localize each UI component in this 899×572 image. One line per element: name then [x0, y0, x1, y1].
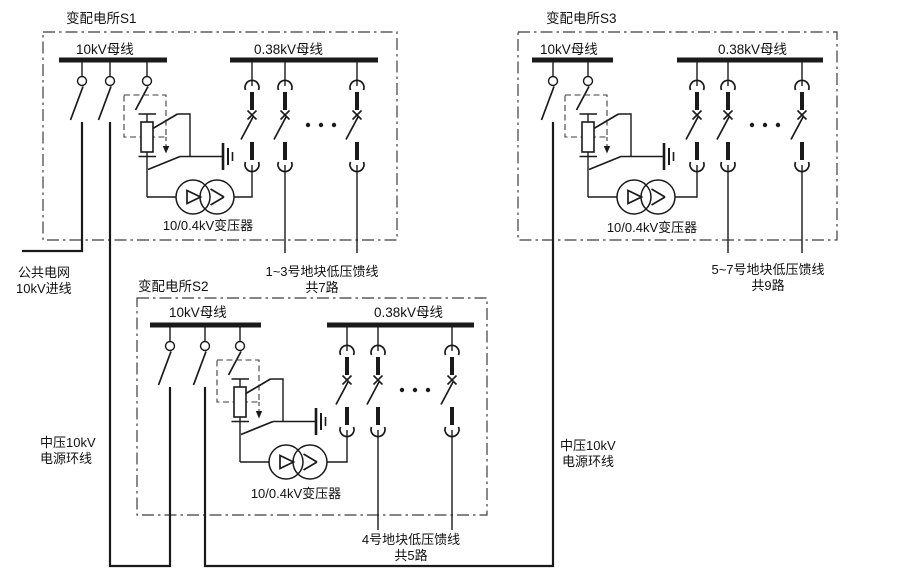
s3-lv-feeder-breaker-icon: [790, 61, 810, 173]
s2-transformer-label: 10/0.4kV变压器: [251, 486, 341, 501]
substation-s2: 变配电所S2 10kV母线 0.38kV母线 10/0.4kV变压器: [136, 279, 488, 530]
s2-disconnector-ring-left-icon: [157, 326, 176, 386]
s1-switch-fuse-transformer-icon: [122, 60, 236, 216]
s1-transformer-secondary-link: [234, 165, 253, 198]
s2-ellipsis-dots-icon: [399, 387, 431, 393]
s1-boundary-box: [42, 31, 398, 241]
s3-title: 变配电所S3: [546, 11, 617, 26]
s2-038kv-bus-label: 0.38kV母线: [374, 305, 443, 320]
s1-feeders-label-1: 1~3号地块低压馈线: [265, 264, 378, 279]
ring-right-label-2: 电源环线: [562, 454, 614, 469]
s1-title: 变配电所S1: [66, 11, 137, 26]
s2-disconnector-ring-right-icon: [192, 326, 211, 386]
s2-feeders-label-1: 4号地块低压馈线: [362, 532, 460, 547]
ring-left-label-2: 电源环线: [40, 451, 92, 466]
s1-disconnector-grid-icon: [69, 61, 88, 121]
s3-feeders-label-2: 共9路: [751, 278, 784, 293]
substation-s1: 变配电所S1 10kV母线 0.38kV母线 10/0.4kV变压器: [42, 11, 398, 253]
s3-switch-fuse-transformer-icon: [563, 60, 677, 216]
substation-s3: 变配电所S3 10kV母线 0.38kV母线 10/0.4kV变压器: [517, 11, 838, 253]
s1-038kv-bus-label: 0.38kV母线: [254, 42, 323, 57]
s2-switch-fuse-transformer-icon: [215, 325, 329, 481]
s3-lv-feeder-breaker-icon: [716, 61, 736, 173]
s3-boundary-box: [517, 31, 838, 241]
external-lines: [22, 122, 555, 568]
ring-right-label-1: 中压10kV: [560, 438, 616, 453]
s2-boundary-box: [136, 297, 488, 516]
s1-transformer-label: 10/0.4kV变压器: [163, 218, 253, 233]
s2-transformer-secondary-link: [327, 430, 348, 463]
ring-left-label-1: 中压10kV: [40, 435, 96, 450]
s2-feeders-label-2: 共5路: [394, 548, 427, 563]
grid-incoming-label-2: 10kV进线: [16, 281, 72, 296]
s1-lv-feeder-breaker-icon: [273, 61, 293, 173]
s1-feeders-label-2: 共7路: [305, 280, 338, 295]
s1-lv-feeder-breaker-icon: [345, 61, 365, 173]
s3-10kv-bus-label: 10kV母线: [540, 42, 598, 57]
s2-title: 变配电所S2: [138, 279, 209, 294]
s3-transformer-label: 10/0.4kV变压器: [607, 220, 697, 235]
s1-ellipsis-dots-icon: [305, 122, 337, 128]
ring-line-left: [108, 122, 172, 568]
s3-038kv-bus-label: 0.38kV母线: [718, 42, 787, 57]
s3-transformer-secondary-link: [675, 165, 698, 198]
s3-lv-incomer-breaker-icon: [685, 61, 705, 173]
s2-lv-feeder-breaker-icon: [366, 326, 386, 438]
s1-10kv-bus-label: 10kV母线: [76, 42, 134, 57]
s3-feeders-label-1: 5~7号地块低压馈线: [711, 262, 824, 277]
s2-lv-feeder-breaker-icon: [440, 326, 460, 438]
grid-incoming-line: [22, 122, 84, 253]
s3-disconnector-ring-icon: [540, 61, 559, 121]
grid-incoming-label-1: 公共电网: [18, 265, 70, 280]
s2-lv-incomer-breaker-icon: [335, 326, 355, 438]
ring-line-right: [203, 122, 555, 568]
external-labels: 公共电网 10kV进线 中压10kV 电源环线 中压10kV 电源环线 1~3号…: [16, 262, 825, 563]
s2-10kv-bus-label: 10kV母线: [169, 305, 227, 320]
s1-disconnector-ring-icon: [97, 61, 116, 121]
s3-ellipsis-dots-icon: [749, 122, 781, 128]
s1-lv-incomer-breaker-icon: [240, 61, 260, 173]
